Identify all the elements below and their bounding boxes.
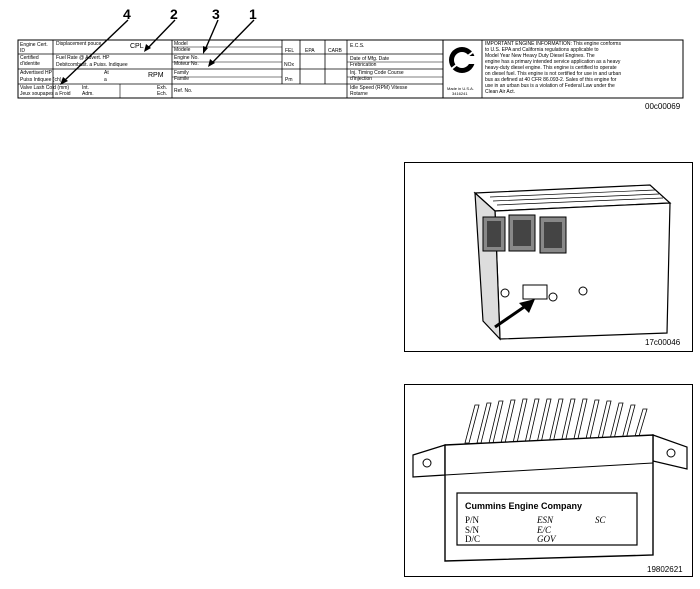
label-carb: CARB <box>328 48 342 54</box>
label-a: a <box>104 77 107 83</box>
plate-label-sn: S/N <box>465 525 480 535</box>
plate-label-sc: SC <box>595 515 606 525</box>
label-date-mfg: Date of Mfg. Date Frebrication <box>350 56 390 68</box>
label-pm: Pm <box>285 77 293 83</box>
label-debit: Debitcombust. a Puiss. Indiquee <box>56 62 128 68</box>
label-ref-no: Ref. No. <box>174 88 193 94</box>
ecm-illustration <box>473 184 672 341</box>
callout-4: 4 <box>123 6 131 22</box>
label-family: Family Famile <box>174 70 190 82</box>
info-line: Clean Air Act. <box>485 89 516 95</box>
label-exh: Exh. <box>157 85 168 91</box>
label-made-usa: Made in U.S.A. <box>447 86 474 91</box>
label-model: Model Modele <box>174 41 191 53</box>
info-line: on diesel fuel. This engine is not certi… <box>485 71 622 77</box>
info-line: bus as defined at 40 CFR 86.093-2. Sales… <box>485 77 617 83</box>
label-engine-no: Engine No. Moteur No. <box>174 55 199 67</box>
figure-id-3: 19802621 <box>647 565 683 574</box>
figure-id-1: 00c00069 <box>645 102 681 111</box>
label-int: Int. <box>82 85 89 91</box>
plate-company-name: Cummins Engine Company <box>465 501 583 511</box>
label-inj-timing: Inj. Timing Code Course d'injection <box>350 70 404 82</box>
label-valve-lash: Valve Lash Cold (mm) <box>20 85 70 91</box>
plate-label-pn: P/N <box>465 515 480 525</box>
figure-id-2: 17c00046 <box>645 338 681 347</box>
info-line: to U.S. EPA and California regulations a… <box>485 47 599 53</box>
label-certified: Certified d'identite <box>20 55 40 67</box>
plate-label-dc: D/C <box>465 534 481 544</box>
label-epa: EPA <box>305 48 315 54</box>
info-line: heavy-duty diesel engine. This engine is… <box>485 65 617 71</box>
plate-label-gov: GOV <box>537 534 556 544</box>
label-engine-cert-id: Engine Cert. ID <box>20 42 48 54</box>
callout-1: 1 <box>249 6 257 22</box>
info-line: Model Year New Heavy Duty Diesel Engines… <box>485 53 595 59</box>
info-line: engine has a primary intended service ap… <box>485 59 621 65</box>
engine-dataplate-figure: 4 2 3 1 Engine Cert. ID Displacement pou… <box>0 0 700 115</box>
label-at: At <box>104 70 109 76</box>
label-displacement: Displacement pouce <box>56 41 102 47</box>
callout-3: 3 <box>212 6 220 22</box>
label-ecs: E.C.S. <box>350 43 365 49</box>
plate-label-esn: ESN <box>537 515 554 525</box>
label-fuel-rate: Fuel Rate @ Advert. HP <box>56 55 110 61</box>
cummins-module-figure-frame: Cummins Engine Company P/N ESN SC S/N E/… <box>404 384 693 577</box>
label-jeux: Jeux soupapes a Froid <box>20 91 71 97</box>
label-part-no: 3416241 <box>452 91 468 96</box>
ecm-figure-frame: 17c00046 <box>404 162 693 352</box>
label-ech: Ech. <box>157 91 168 97</box>
label-puiss: Puiss Intiquee (ch) <box>20 77 62 83</box>
dataplate-lines <box>17 19 684 99</box>
label-advertised-hp: Advertised HP <box>20 70 52 76</box>
important-engine-info: IMPORTANT ENGINE INFORMATION: This engin… <box>485 41 681 95</box>
label-cpl: CPL <box>130 43 144 50</box>
label-rpm: RPM <box>148 72 164 79</box>
info-line: IMPORTANT ENGINE INFORMATION: This engin… <box>485 41 621 47</box>
label-nox: NOx <box>284 62 294 68</box>
plate-label-ec: E/C <box>537 525 552 535</box>
label-idle-speed: Idle Speed (RPM) Vitesse Rotarne <box>350 85 408 97</box>
info-line: use in an urban bus is a violation of Fe… <box>485 83 615 89</box>
cummins-module-illustration <box>412 398 688 562</box>
label-adm: Adm. <box>82 91 94 97</box>
callout-2: 2 <box>170 6 178 22</box>
label-fel: FEL <box>285 48 295 54</box>
